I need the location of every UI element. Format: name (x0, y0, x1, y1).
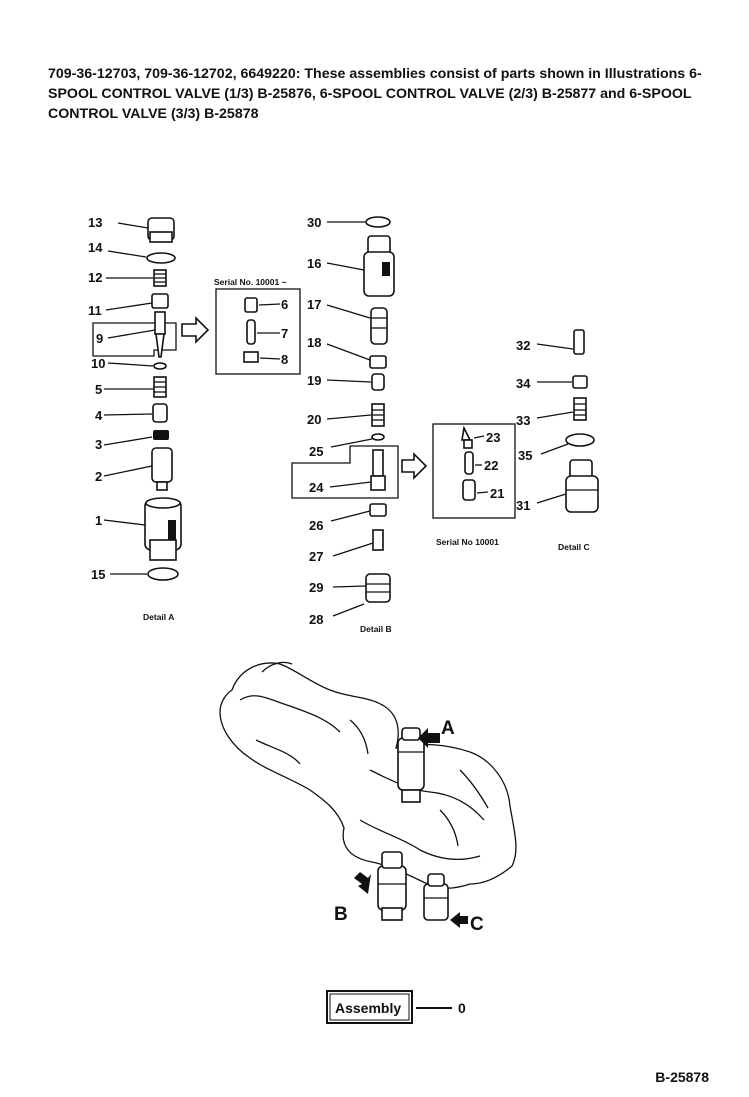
arrow-b (354, 872, 371, 894)
part-14-oring: 14 (88, 240, 176, 264)
part-17-spool: 17 (307, 297, 388, 345)
label-1: 1 (95, 513, 102, 528)
part-28-oring: 28 (309, 603, 365, 627)
part-32-pin: 32 (516, 329, 585, 355)
label-14: 14 (88, 240, 103, 255)
part-31-body: 31 (516, 459, 599, 513)
part-24-poppet: 24 (291, 445, 399, 499)
label-23: 23 (486, 430, 500, 445)
serial-box-b: 23 22 21 Serial No 10001 (432, 423, 516, 547)
label-22: 22 (484, 458, 498, 473)
page-description: 709-36-12703, 709-36-12702, 6649220: The… (48, 66, 702, 122)
label-19: 19 (307, 373, 321, 388)
label-13: 13 (88, 215, 102, 230)
label-12: 12 (88, 270, 102, 285)
arrow-to-serial-b (401, 452, 428, 480)
part-3-nut: 3 (95, 430, 169, 452)
label-32: 32 (516, 338, 530, 353)
label-30: 30 (307, 215, 321, 230)
part-15-oring: 15 (91, 567, 179, 582)
part-4-piston: 4 (95, 403, 168, 423)
part-1-body: 1 (95, 497, 182, 561)
detail-a-caption: Detail A (143, 612, 174, 622)
label-9: 9 (96, 331, 103, 346)
label-6: 6 (281, 297, 288, 312)
part-16-body: 16 (307, 235, 395, 297)
serial-label-b: Serial No 10001 (436, 537, 499, 547)
label-5: 5 (95, 382, 102, 397)
callout-c: C (470, 914, 484, 935)
detail-b-caption: Detail B (360, 624, 392, 634)
detail-b: 30 16 17 18 19 20 (291, 215, 516, 634)
part-35-oring: 35 (518, 433, 595, 463)
part-25-ring: 25 (309, 433, 385, 459)
label-27: 27 (309, 549, 323, 564)
valve-c-body (423, 883, 449, 921)
part-29-plug: 29 (309, 573, 391, 603)
label-33: 33 (516, 413, 530, 428)
part-34-nut: 34 (516, 375, 588, 391)
part-26-nut: 26 (309, 503, 387, 533)
part-30-oring: 30 (307, 215, 391, 230)
valve-a-body (397, 737, 425, 791)
detail-a: 13 14 12 11 9 (88, 215, 301, 622)
part-33-spring: 33 (516, 397, 587, 428)
label-4: 4 (95, 408, 103, 423)
label-8: 8 (281, 352, 288, 367)
assembled-valve-view: A B C (219, 661, 517, 935)
label-34: 34 (516, 376, 531, 391)
label-21: 21 (490, 486, 504, 501)
label-25: 25 (309, 444, 323, 459)
label-20: 20 (307, 412, 321, 427)
assembly-qty: 0 (458, 1000, 466, 1016)
label-28: 28 (309, 612, 323, 627)
part-13-cap: 13 (88, 215, 175, 243)
part-18-nut: 18 (307, 335, 387, 369)
label-24: 24 (309, 480, 324, 495)
label-29: 29 (309, 580, 323, 595)
assembly-label: Assembly (335, 1000, 401, 1016)
callout-b: B (334, 904, 348, 925)
label-26: 26 (309, 518, 323, 533)
arrow-a (418, 728, 440, 748)
label-17: 17 (307, 297, 321, 312)
label-10: 10 (91, 356, 105, 371)
label-15: 15 (91, 567, 105, 582)
label-35: 35 (518, 448, 532, 463)
part-19-piston: 19 (307, 373, 385, 391)
arrow-to-serial-a (181, 316, 210, 344)
part-20-spring: 20 (307, 403, 385, 427)
detail-c-caption: Detail C (558, 542, 590, 552)
label-3: 3 (95, 437, 102, 452)
drawing-code: B-25878 (655, 1069, 709, 1085)
part-10-ring: 10 (91, 356, 167, 371)
label-31: 31 (516, 498, 530, 513)
part-9-poppet: 9 (92, 311, 177, 358)
arrow-c (450, 912, 468, 928)
assembly-legend: Assembly 0 (326, 990, 466, 1024)
callout-a: A (441, 718, 455, 739)
detail-c: 32 34 33 35 31 Detail C (516, 329, 599, 552)
label-2: 2 (95, 469, 102, 484)
part-5-spring: 5 (95, 376, 167, 398)
part-2-sleeve: 2 (95, 447, 173, 491)
part-11-seat: 11 (88, 293, 169, 318)
valve-b-body (377, 865, 407, 911)
label-18: 18 (307, 335, 321, 350)
part-12-spring: 12 (88, 269, 167, 287)
label-11: 11 (88, 303, 102, 318)
label-7: 7 (281, 326, 288, 341)
part-27-spring: 27 (309, 529, 384, 564)
serial-box-a: Serial No. 10001 ~ 6 7 8 (214, 277, 301, 375)
label-16: 16 (307, 256, 321, 271)
serial-label-a: Serial No. 10001 ~ (214, 277, 287, 287)
